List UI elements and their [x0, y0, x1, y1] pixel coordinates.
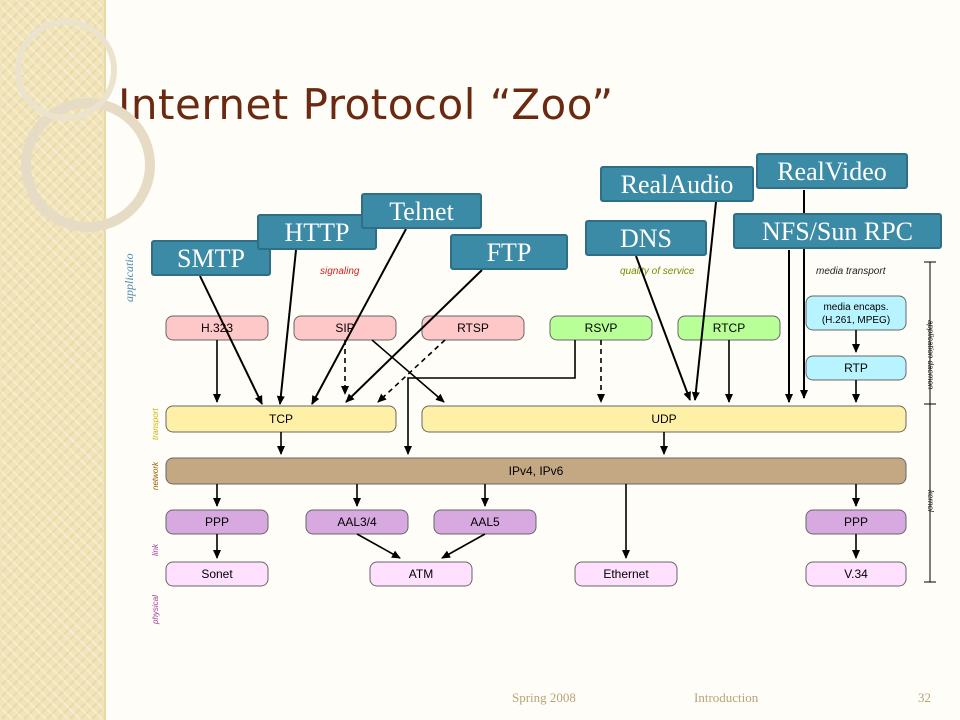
sonet-box	[165, 561, 269, 587]
footer-date: Spring 2008	[512, 690, 576, 705]
section-media-transport: media transport	[816, 266, 887, 277]
section-qos: quality of service	[620, 266, 695, 277]
rtp-label: RTP	[844, 361, 868, 375]
layer-link: link	[151, 543, 160, 556]
layer-kernel: kernel	[926, 490, 935, 512]
ip-box	[165, 457, 907, 485]
sonet-label: Sonet	[201, 567, 233, 581]
ftp-label: FTP	[450, 234, 568, 270]
udp-label: UDP	[651, 412, 676, 426]
nfs-sun-rpc-label: NFS/Sun RPC	[733, 213, 942, 249]
v34-label: V.34	[844, 567, 868, 581]
h323-label: H.323	[201, 321, 233, 335]
diagram-connectors	[213, 330, 860, 559]
right-bracket	[924, 261, 936, 583]
ppp-label-2: PPP	[844, 515, 868, 529]
ppp-label: PPP	[205, 515, 229, 529]
dns-label: DNS	[585, 220, 707, 256]
decor-circle	[21, 98, 155, 232]
layer-application-daemon: application daemon	[926, 320, 935, 390]
layer-transport: transport	[151, 408, 160, 440]
layer-application: applicatio	[122, 253, 136, 302]
tcp-label: TCP	[269, 412, 293, 426]
aal34-label: AAL3/4	[337, 515, 377, 529]
media-encaps-label: media encaps.	[823, 302, 888, 313]
layer-physical: physical	[151, 595, 160, 625]
telnet-label: Telnet	[361, 193, 482, 229]
rtsp-label: RTSP	[457, 321, 489, 335]
realvideo-label: RealVideo	[756, 153, 908, 189]
http-label: HTTP	[257, 214, 377, 250]
v34-box	[805, 561, 907, 587]
layer-network: network	[151, 461, 160, 490]
smtp-label: SMTP	[151, 240, 271, 276]
ip-label: IPv4, IPv6	[509, 464, 564, 478]
diagram-dashed-connectors	[341, 339, 605, 403]
rtcp-label: RTCP	[713, 321, 745, 335]
atm-box	[369, 561, 473, 587]
realaudio-label: RealAudio	[600, 166, 754, 202]
decor-circle	[15, 19, 117, 121]
atm-label: ATM	[409, 567, 433, 581]
ethernet-label: Ethernet	[603, 567, 649, 581]
section-signaling: signaling	[320, 266, 360, 277]
media-encaps-sub-label: (H.261, MPEG)	[822, 315, 890, 326]
aal5-label: AAL5	[470, 515, 500, 529]
slide-title: Internet Protocol “Zoo”	[118, 80, 614, 129]
footer-page-number: 32	[918, 690, 931, 705]
footer-topic: Introduction	[694, 690, 759, 705]
label-arrows	[199, 190, 808, 405]
rsvp-label: RSVP	[585, 321, 618, 335]
ethernet-box	[574, 561, 678, 587]
